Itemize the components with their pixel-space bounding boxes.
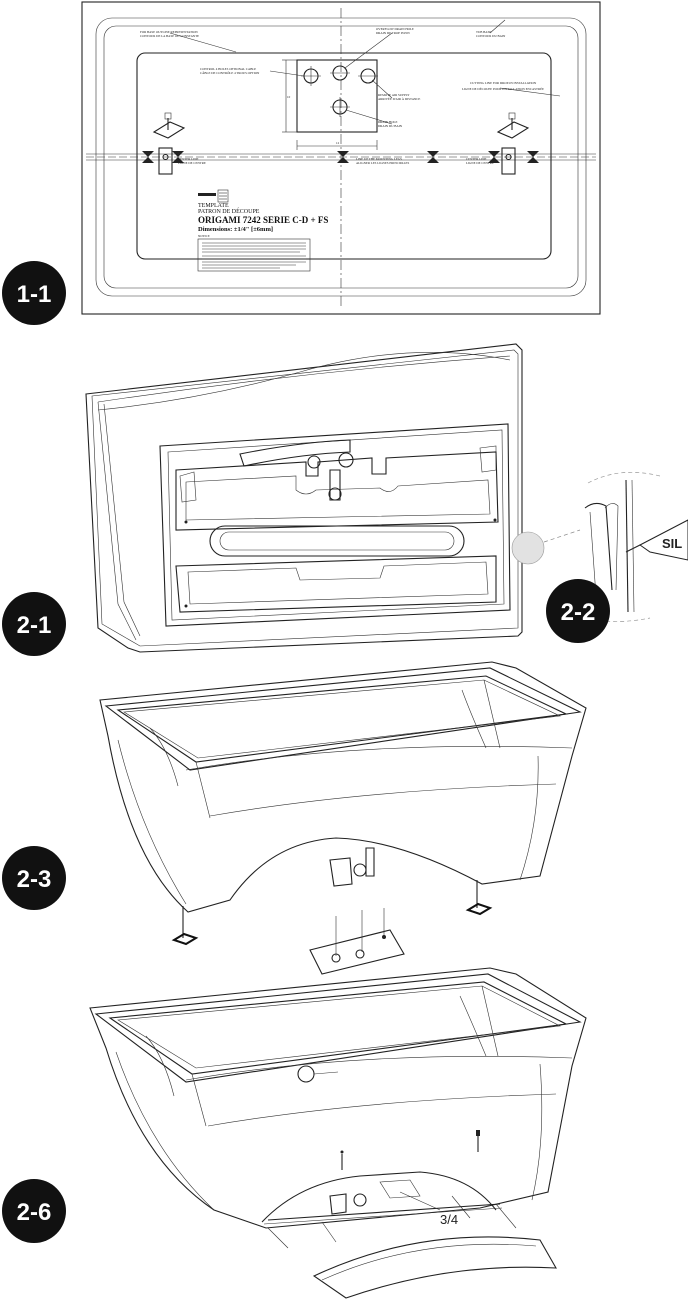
step-badge-2-6: 2-6 bbox=[2, 1179, 66, 1243]
dimension-vertical: 10 bbox=[287, 95, 291, 99]
svg-text:1-1: 1-1 bbox=[17, 281, 52, 308]
mounting-leg-icon bbox=[496, 112, 530, 139]
overflow-label: OVERFLOW DRAIN HOLE bbox=[376, 27, 414, 31]
top-outline-label-fr: CONTOUR DE LA BASE OU CONSTANTE bbox=[140, 34, 199, 38]
step-badge-2-1: 2-1 bbox=[2, 592, 66, 656]
dimensions-label: Dimensions: ±1/4" [±6mm] bbox=[198, 226, 273, 233]
brand-logo bbox=[198, 189, 229, 203]
dimension-horizontal: 12 bbox=[336, 141, 340, 145]
tub-outline-label-fr: CONTOUR DU BAIN bbox=[476, 34, 506, 38]
control-holes-label: CONTROL 4 HOLES OPTIONAL CABLE bbox=[200, 67, 256, 71]
tub-outline-label: TUB BASE bbox=[476, 30, 491, 34]
template-label-fr: PATRON DE DÉCOUPE bbox=[198, 207, 260, 215]
template-sheet: FOR BASE OUTLINE REPRESENTATION CONTOUR … bbox=[81, 1, 601, 315]
cutting-line-label-fr: LIGNE DE DÉCOUPE POUR INSTALLATION ENCAS… bbox=[462, 86, 544, 91]
mounting-legs-label: LINE UP THE MOUNTING LEGS bbox=[356, 157, 402, 161]
tub-underside-view bbox=[85, 343, 581, 653]
tub-with-legs-view bbox=[99, 661, 587, 975]
mounting-leg-icon bbox=[171, 906, 199, 946]
step-badge-1-1: 1-1 bbox=[2, 261, 66, 325]
svg-text:2-2: 2-2 bbox=[561, 599, 596, 626]
cutting-line-label: CUTTING LINE FOR DROP-IN INSTALLATION bbox=[470, 81, 537, 85]
step-badge-2-3: 2-3 bbox=[2, 846, 66, 910]
mounting-legs-label-fr: ALIGNER LES LIGNES PRINCIPALES bbox=[356, 161, 410, 165]
silicone-label: SIL bbox=[662, 536, 682, 551]
center-line-label-right: CENTER LINE bbox=[466, 157, 487, 161]
apron-panel bbox=[312, 1236, 557, 1299]
center-line-label-fr: LIGNE DE CENTRE bbox=[178, 161, 206, 165]
overflow-label-fr: DRAIN DE TROP PLEIN bbox=[376, 31, 410, 35]
template-label: TEMPLATE bbox=[198, 203, 229, 209]
model-title: ORIGAMI 7242 SERIE C-D + FS bbox=[198, 215, 328, 225]
step-badge-2-2: 2-2 bbox=[546, 579, 610, 643]
silicone-tube-icon bbox=[625, 519, 688, 561]
svg-text:2-6: 2-6 bbox=[17, 1199, 52, 1226]
tub-with-panel-view: 3/4 bbox=[89, 967, 587, 1299]
drain-hole-label-fr: DRAIN DU BAIN bbox=[378, 124, 403, 128]
center-line-label-right-fr: LIGNE DE CENTRE bbox=[466, 161, 494, 165]
svg-text:2-3: 2-3 bbox=[17, 866, 52, 893]
center-line-label: CENTER LINE bbox=[178, 157, 199, 161]
mounting-leg-icon bbox=[465, 880, 493, 916]
svg-text:2-1: 2-1 bbox=[17, 612, 52, 639]
floor-connection-plate bbox=[309, 929, 405, 975]
remote-air-label: REMOTE AIR SUPPLY bbox=[378, 93, 410, 97]
control-holes-label-fr: CÂBLE DE CONTRÔLE 4 TROUS OPTION bbox=[200, 70, 260, 75]
mounting-leg-icon bbox=[152, 112, 186, 139]
drain-hole-label: DRAIN HOLE bbox=[378, 120, 397, 124]
fraction-label: 3/4 bbox=[440, 1212, 458, 1227]
notice-label: NOTICE bbox=[198, 234, 210, 238]
notice-box bbox=[197, 238, 311, 272]
remote-air-label-fr: ARRIVÉE D'AIR À DISTANCE bbox=[378, 96, 420, 101]
top-outline-label: FOR BASE OUTLINE REPRESENTATION bbox=[140, 30, 198, 34]
